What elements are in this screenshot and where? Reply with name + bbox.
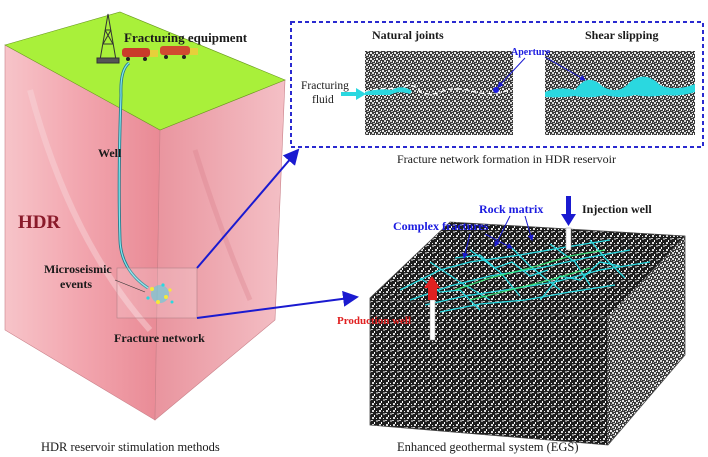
well-label: Well: [98, 146, 122, 160]
tanker-truck-icon: [122, 46, 198, 61]
fracturing-equipment-label: Fracturing equipment: [124, 30, 248, 45]
egs-block: [369, 221, 686, 446]
fluid-arrow-icon: [341, 88, 366, 100]
caption-right: Enhanced geothermal system (EGS): [397, 440, 579, 454]
microseismic-cluster: [146, 283, 174, 304]
fracture-formation-box: [290, 21, 704, 148]
microseismic-leader: [114, 279, 146, 293]
rock-matrix-leader-2: [524, 215, 534, 241]
aperture-leader-left: [497, 57, 526, 88]
injection-arrow-icon: [561, 196, 576, 251]
natural-joints-title: Natural joints: [372, 28, 444, 42]
complex-fractures-label: Complex fractures: [393, 219, 489, 233]
fracture-network-label: Fracture network: [114, 331, 205, 345]
fracturing-fluid-label-line2: fluid: [312, 94, 334, 106]
complex-fractures-leader-1: [462, 233, 471, 259]
egs-fracture-highlight: [454, 249, 606, 301]
arrow-to-egs: [196, 290, 359, 319]
production-well-label: Production well: [337, 315, 411, 327]
aperture-label: Aperture: [511, 47, 551, 58]
microseismic-label-line2: events: [60, 277, 92, 291]
aperture-leader-right: [544, 56, 586, 81]
hdr-label: HDR: [18, 212, 61, 233]
fracture-formation-caption: Fracture network formation in HDR reserv…: [397, 152, 616, 166]
derrick-icon: [96, 13, 120, 64]
production-arrow-icon: [424, 276, 440, 341]
shear-slipping-title: Shear slipping: [585, 28, 658, 42]
fracturing-fluid-label-line1: Fracturing: [301, 80, 349, 92]
arrow-to-fracture-formation: [196, 148, 300, 269]
shear-slipping-panel: [545, 51, 695, 135]
rock-matrix-label: Rock matrix: [479, 202, 543, 216]
caption-left: HDR reservoir stimulation methods: [41, 440, 220, 454]
natural-joints-panel: [364, 51, 513, 135]
injection-well-label: Injection well: [582, 202, 652, 216]
complex-fractures-leader-2: [484, 233, 513, 249]
microseismic-label-line1: Microseismic: [44, 262, 112, 276]
